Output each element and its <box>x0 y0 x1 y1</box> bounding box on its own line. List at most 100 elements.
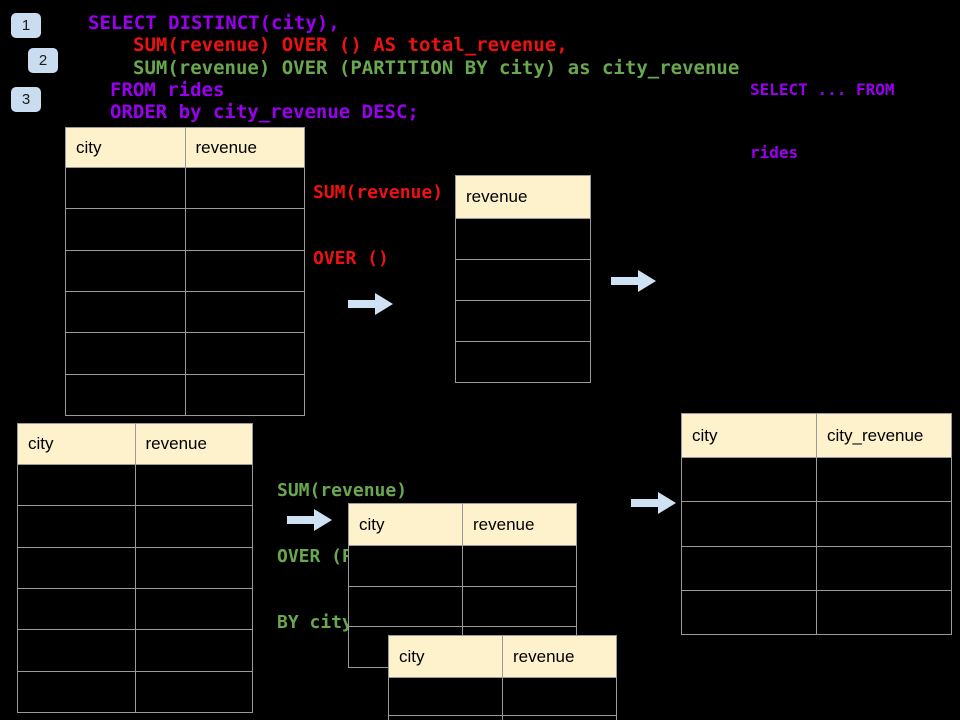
column-header-revenue: revenue <box>195 137 257 157</box>
table-row <box>66 250 305 292</box>
table-row <box>18 547 253 589</box>
column-header-city: city <box>18 424 136 464</box>
table-cell <box>66 333 186 374</box>
table-cell <box>18 547 136 588</box>
step-badge-3: 3 <box>11 87 41 112</box>
table-cell <box>817 547 951 590</box>
table-row <box>66 209 304 251</box>
table-cell <box>136 630 253 670</box>
table-row <box>66 374 305 415</box>
table-row <box>682 502 951 547</box>
table-partition-overlay-header-row: city revenue <box>389 636 616 678</box>
table-row <box>389 716 616 720</box>
table-city-revenue-result: city city_revenue <box>681 413 952 635</box>
table-cell <box>186 333 305 373</box>
table-row <box>682 458 951 503</box>
table-cell <box>456 301 590 341</box>
table-cell <box>186 375 305 415</box>
right-arrow-icon-4 <box>631 492 676 514</box>
label-partition-line-1: SUM(revenue) <box>277 480 408 501</box>
right-arrow-icon-2 <box>611 270 656 292</box>
table-cell <box>18 465 136 506</box>
sql-line-select: SELECT DISTINCT(city), <box>88 12 340 34</box>
table-cell <box>136 589 253 629</box>
table-cell <box>682 590 817 634</box>
table-cell <box>66 374 186 415</box>
table-row <box>18 671 253 712</box>
table-cell <box>18 630 136 671</box>
table-cell <box>503 678 616 715</box>
table-cell <box>136 506 253 546</box>
table-row <box>456 301 590 342</box>
table-cell <box>349 546 463 586</box>
sql-line-order-by: ORDER by city_revenue DESC; <box>110 101 419 123</box>
column-header-revenue: revenue <box>473 514 535 534</box>
table-cell <box>682 458 817 502</box>
table-cell <box>136 548 253 588</box>
step-badge-1-label: 1 <box>21 17 31 34</box>
table-cell <box>136 672 253 712</box>
table-cell <box>456 219 590 259</box>
table-row <box>18 506 253 548</box>
step-badge-3-label: 3 <box>21 91 31 108</box>
table-source-top: city revenue <box>65 127 305 416</box>
column-header-revenue: revenue <box>466 187 528 206</box>
table-row <box>349 546 576 587</box>
table-row <box>456 342 590 382</box>
label-total-revenue-line-2: OVER () <box>313 248 389 269</box>
step-badge-1: 1 <box>11 13 41 38</box>
table-row <box>456 219 590 260</box>
column-header-revenue: revenue <box>513 646 575 666</box>
table-city-revenue-result-header-row: city city_revenue <box>682 414 951 458</box>
table-cell <box>503 716 616 720</box>
step-badge-2: 2 <box>28 48 58 73</box>
table-source-top-header-row: city revenue <box>66 128 304 168</box>
side-note-line-2: rides <box>750 143 799 162</box>
table-row <box>66 168 305 210</box>
table-cell <box>349 586 463 627</box>
sql-line-sum-over: SUM(revenue) OVER () AS total_revenue, <box>133 34 568 56</box>
table-row <box>18 588 253 631</box>
table-cell <box>463 546 576 586</box>
table-cell <box>66 291 186 333</box>
column-header-city: city <box>66 128 186 167</box>
table-cell <box>389 678 503 715</box>
sql-line-from: FROM rides <box>110 79 225 101</box>
table-row <box>389 678 616 716</box>
table-row <box>682 546 951 591</box>
table-row <box>349 586 576 628</box>
table-cell <box>456 342 590 382</box>
table-cell <box>817 458 951 501</box>
table-row <box>18 465 253 507</box>
table-cell <box>186 168 305 208</box>
table-source-bottom-header-row: city revenue <box>18 424 252 465</box>
sql-line-sum-partition: SUM(revenue) OVER (PARTITION BY city) as… <box>133 57 740 79</box>
table-row <box>456 260 590 301</box>
table-row <box>66 291 305 334</box>
table-cell <box>817 591 951 634</box>
table-row <box>682 590 951 634</box>
column-header-city: city <box>682 414 817 457</box>
table-total-revenue-header-row: revenue <box>456 176 590 219</box>
table-total-revenue: revenue <box>455 175 591 383</box>
label-total-revenue: SUM(revenue) OVER () <box>313 138 443 314</box>
table-cell <box>389 716 503 720</box>
table-cell <box>186 251 305 291</box>
side-note: SELECT ... FROM rides <box>750 37 895 205</box>
table-partition-mid-header-row: city revenue <box>349 504 576 546</box>
column-header-city-revenue: city_revenue <box>827 425 924 445</box>
table-cell <box>682 502 817 546</box>
label-total-revenue-line-1: SUM(revenue) <box>313 182 444 203</box>
table-source-bottom: city revenue <box>17 423 253 713</box>
column-header-city: city <box>349 504 463 545</box>
table-cell <box>66 250 186 291</box>
table-cell <box>18 588 136 630</box>
table-row <box>66 333 305 375</box>
step-badge-2-label: 2 <box>38 52 48 69</box>
table-cell <box>817 502 951 545</box>
table-cell <box>66 168 186 209</box>
table-cell <box>186 292 305 332</box>
table-cell <box>18 506 136 547</box>
table-cell <box>136 465 253 505</box>
